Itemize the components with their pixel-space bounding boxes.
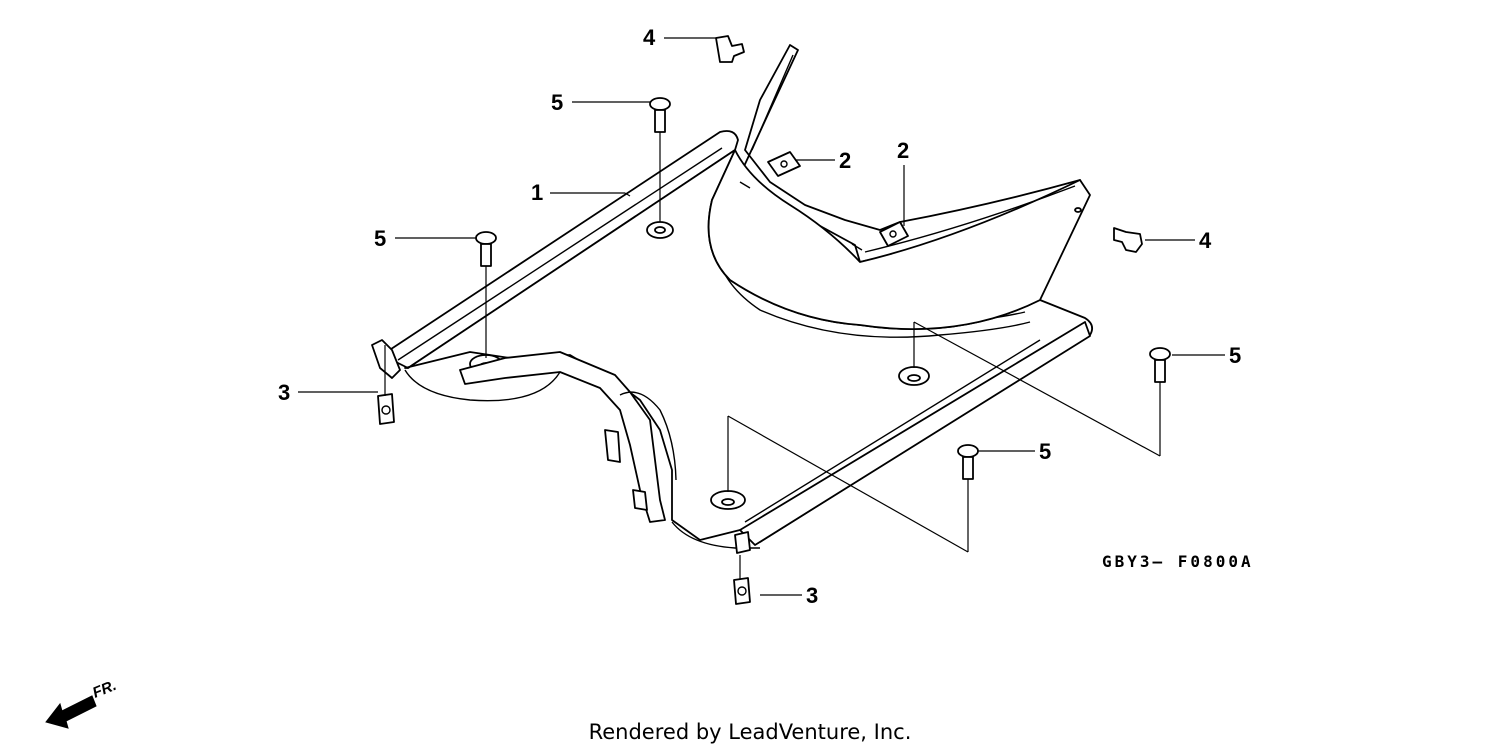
front-direction-arrow-icon: FR.: [45, 677, 119, 729]
clip-nut-part-2: [739, 151, 909, 251]
speed-nut-part-3: [377, 393, 751, 605]
leader-lines: [298, 37, 1225, 596]
direction-label: FR.: [90, 677, 119, 702]
callout-4-right: 4: [1199, 228, 1212, 253]
screw-part-5: [475, 97, 1171, 480]
callout-5-top: 5: [551, 90, 563, 115]
inner-cover: [707, 44, 1091, 330]
callout-5-bottom: 5: [1039, 439, 1051, 464]
callout-5-left: 5: [374, 226, 386, 251]
callout-4-top: 4: [643, 25, 656, 50]
callout-3-bottom: 3: [806, 583, 818, 608]
trim-clip-part-4: [715, 35, 1143, 253]
footer-credit: Rendered by LeadVenture, Inc.: [589, 720, 912, 744]
diagram-code: GBY3– F0800A: [1102, 552, 1254, 571]
callout-labels: 4 5 1 5 3 3 2 2 4 5 5: [278, 25, 1241, 608]
callout-2-left: 2: [839, 148, 851, 173]
callout-1: 1: [531, 180, 543, 205]
callout-2-right: 2: [897, 138, 909, 163]
callout-3-left: 3: [278, 380, 290, 405]
callout-5-right: 5: [1229, 343, 1241, 368]
